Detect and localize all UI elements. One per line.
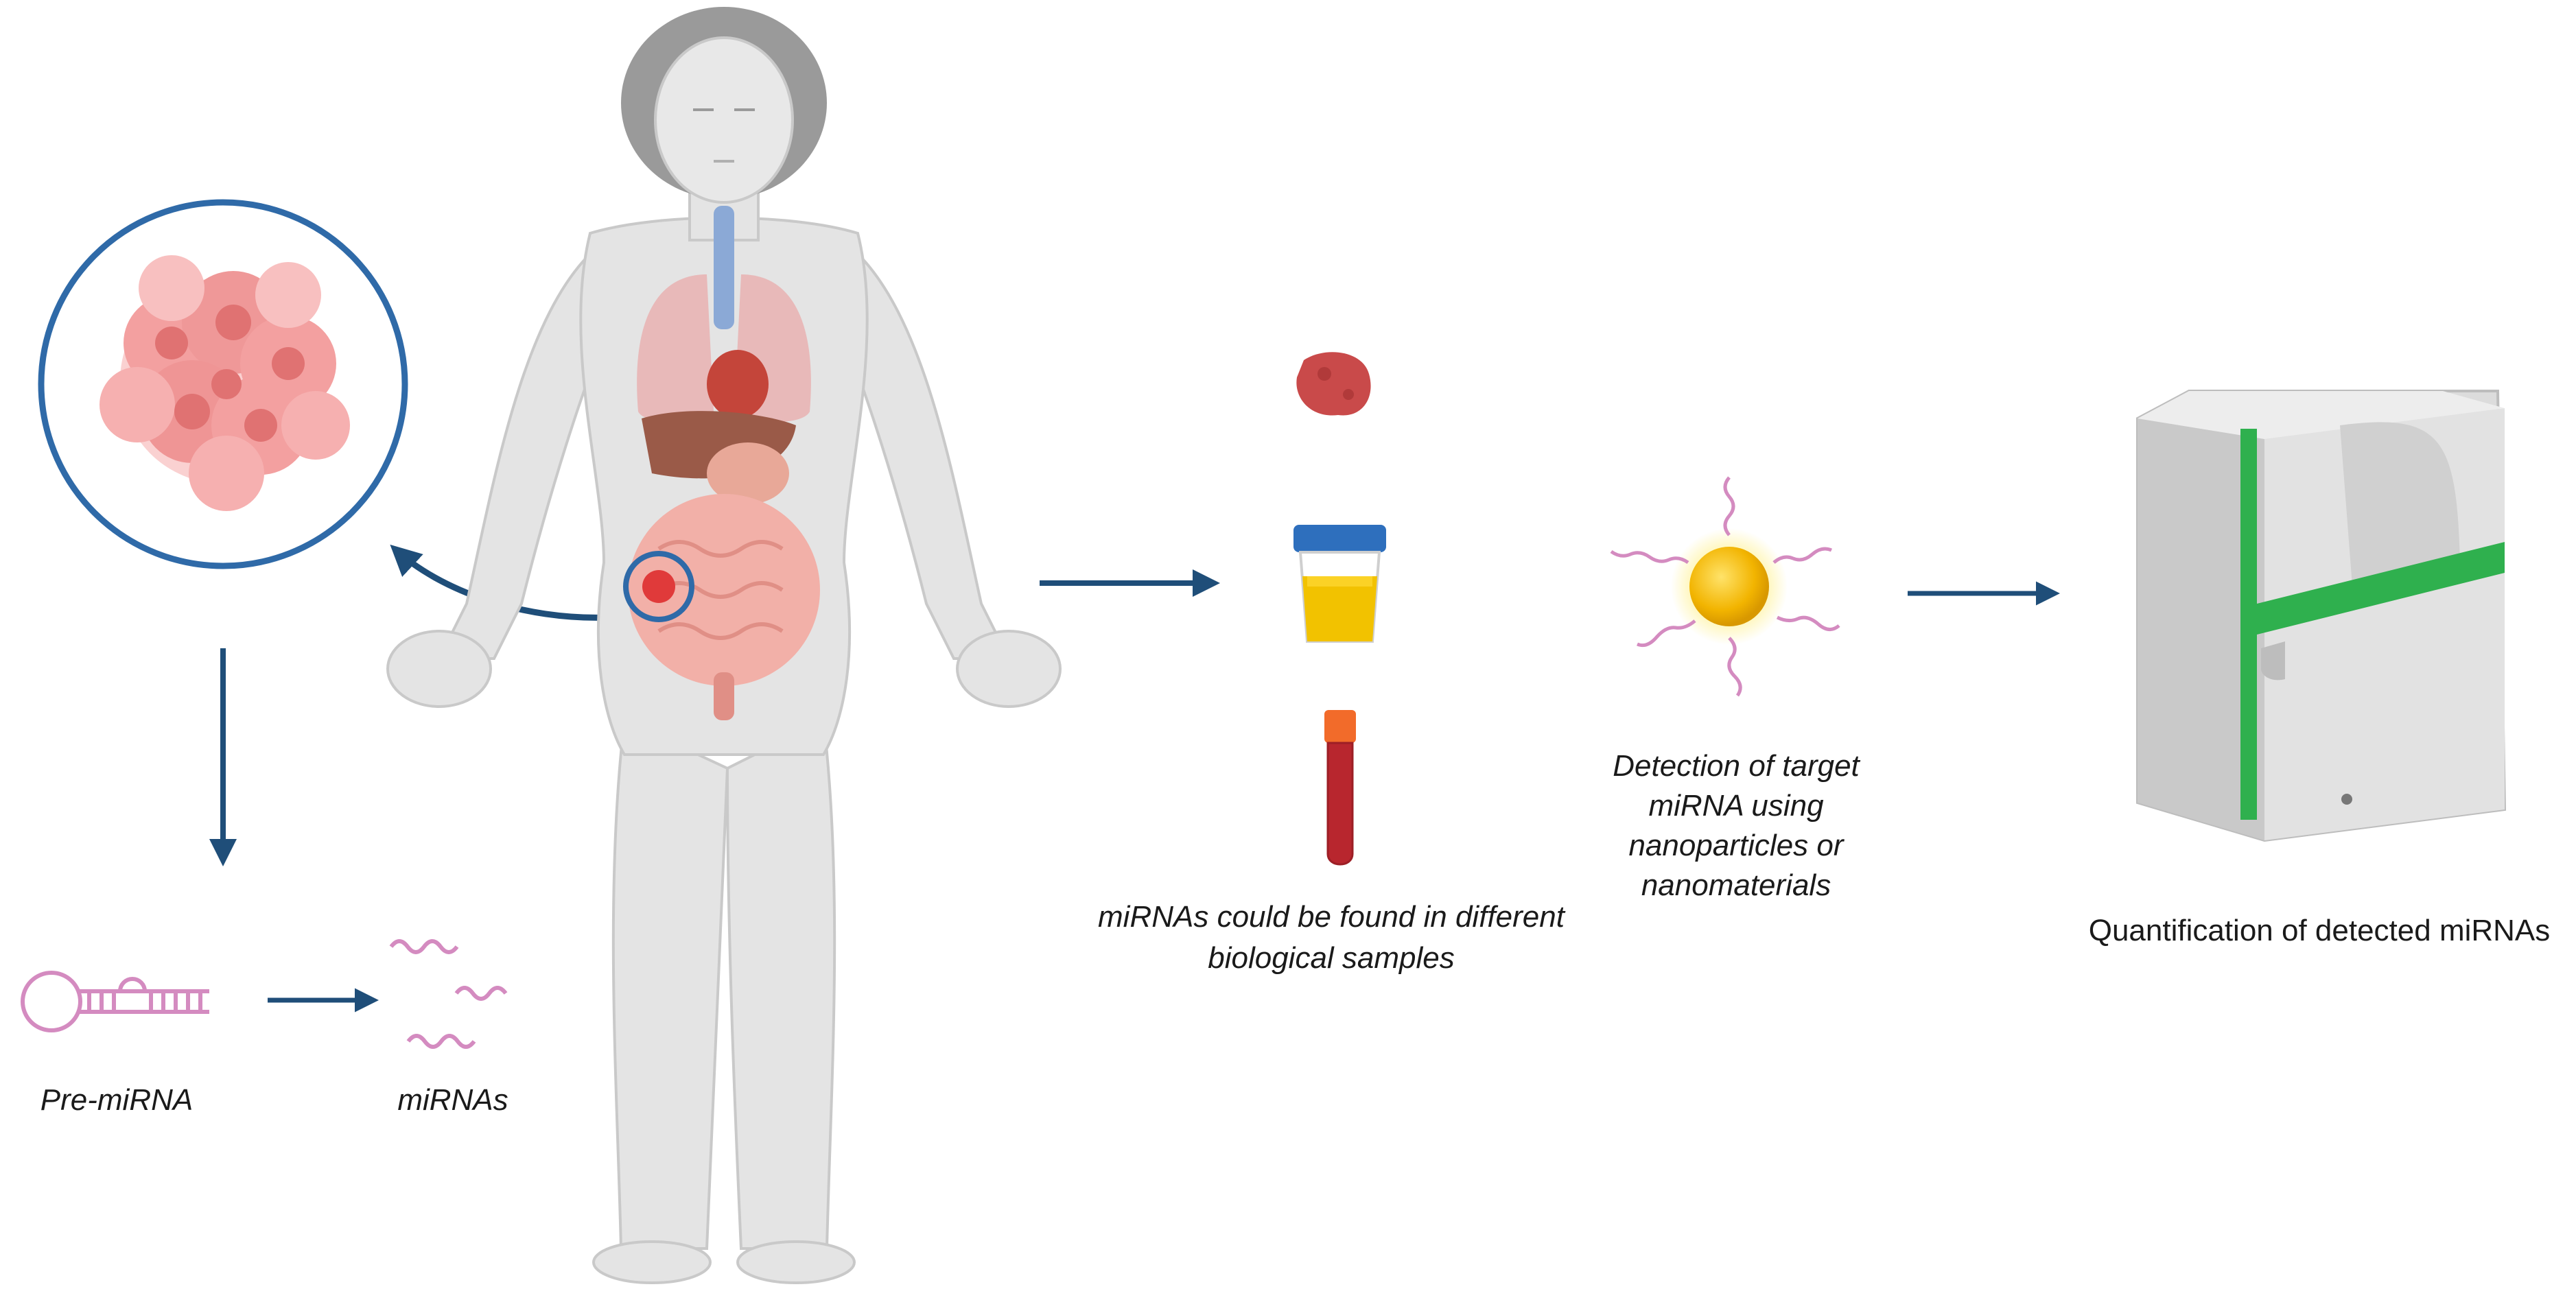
nanoparticle-icon <box>1610 476 1840 697</box>
detection-caption-line4: nanomaterials <box>1641 868 1831 902</box>
detection-caption-line1: Detection of target <box>1613 749 1860 783</box>
samples-caption-line1: miRNAs could be found in different <box>1098 900 1565 934</box>
quantification-caption: Quantification of detected miRNAs <box>2088 914 2551 947</box>
mirnas-label: miRNAs <box>397 1083 508 1117</box>
urine-cup-icon <box>1293 525 1386 643</box>
sequencer-machine-icon <box>2136 390 2507 842</box>
pre-mirna-hairpin-icon <box>21 971 209 1032</box>
blood-tube-icon <box>1324 710 1356 866</box>
body-tumor-marker <box>623 551 694 622</box>
tumor-cluster-icon <box>99 255 350 511</box>
samples-caption-line2: biological samples <box>1208 941 1455 975</box>
pre-mirna-label: Pre-miRNA <box>40 1083 194 1117</box>
tumor-zoom-circle <box>38 199 408 569</box>
tissue-sample-icon <box>1296 352 1371 416</box>
detection-caption-line2: miRNA using <box>1648 789 1824 823</box>
detection-caption-line3: nanoparticles or <box>1628 829 1844 862</box>
mirna-strands-icon <box>389 939 508 1049</box>
